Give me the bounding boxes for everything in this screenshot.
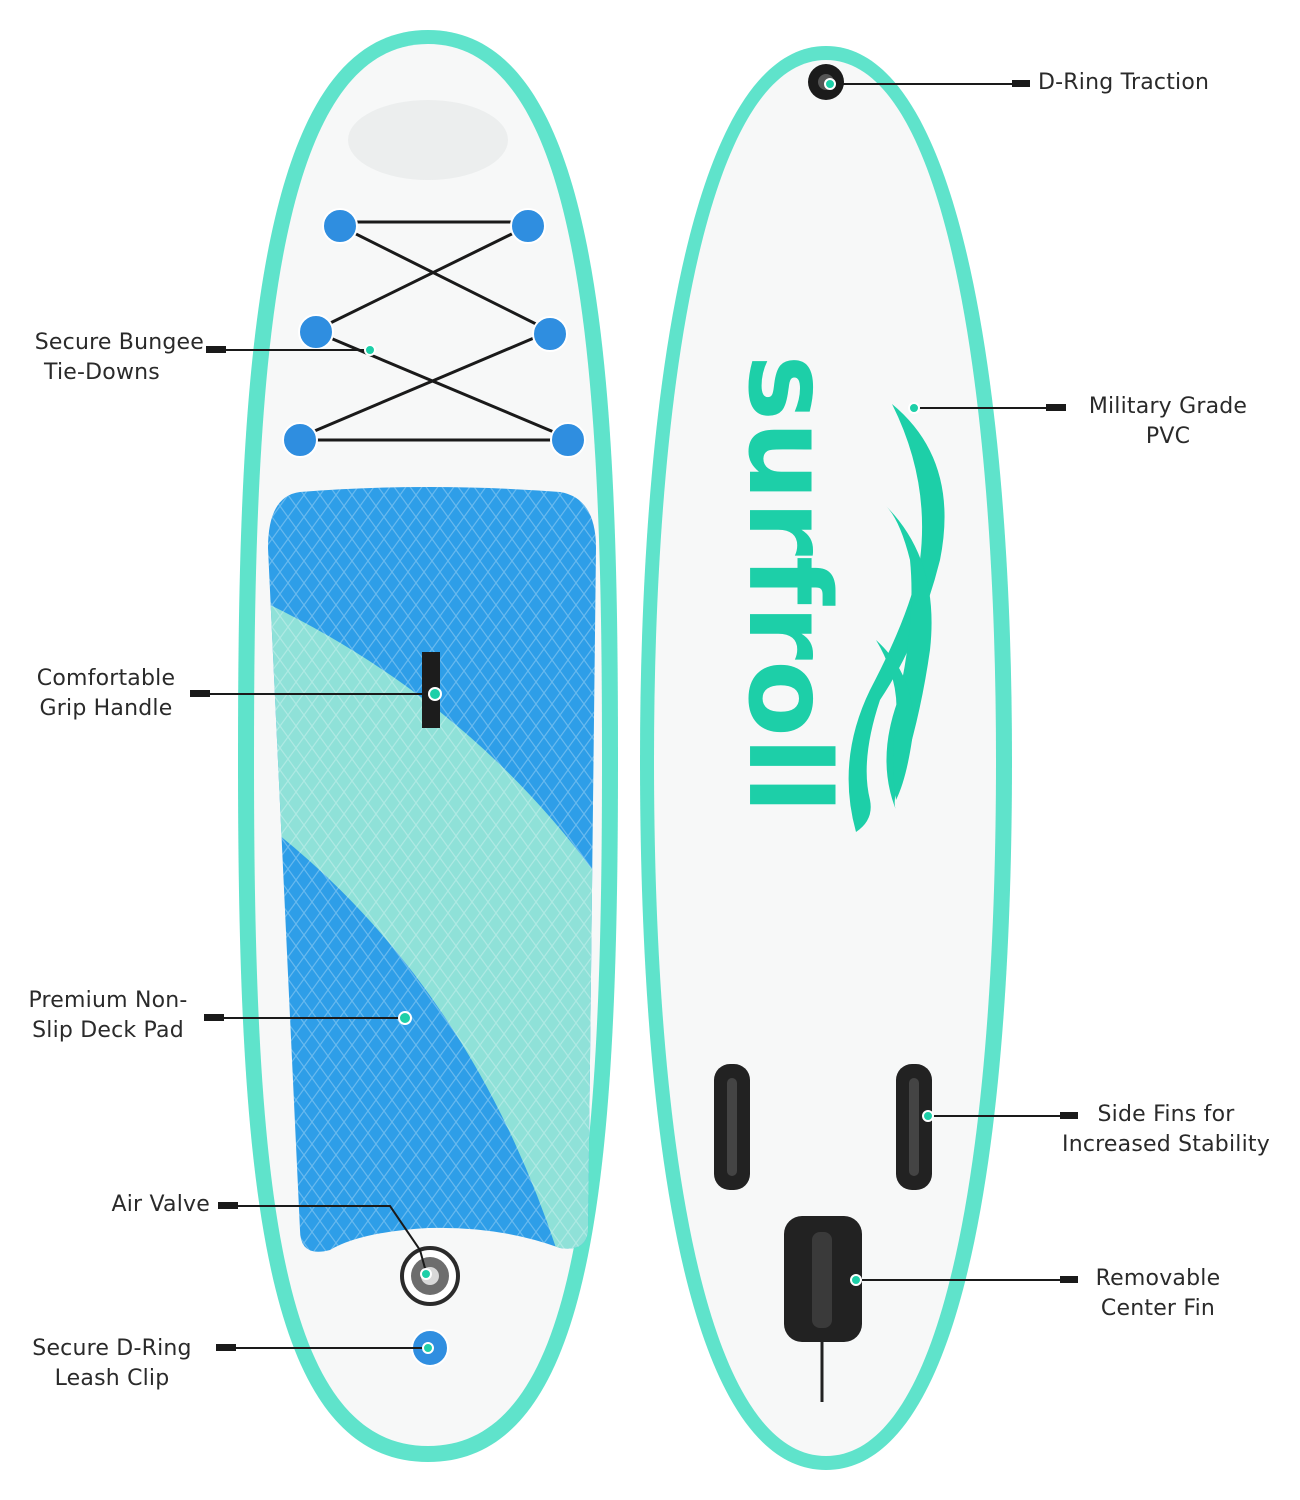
callout-center-fin: Removable Center Fin [1076,1264,1240,1324]
callout-side-fins: Side Fins for Increased Stability [1044,1100,1288,1160]
callout-text: Tie-Downs [44,360,160,385]
callout-grip-handle: Comfortable Grip Handle [14,664,198,724]
bungee-d-rings [282,208,586,458]
callout-text: Increased Stability [1062,1132,1270,1157]
callout-text: Premium Non- [28,988,188,1013]
callout-text: D-Ring Traction [1038,70,1210,95]
callout-text: Slip Deck Pad [32,1018,184,1043]
callout-text: Side Fins for [1097,1102,1235,1127]
deck-board [238,30,618,1462]
callout-d-ring-traction: D-Ring Traction [1038,68,1278,98]
center-fin [784,1216,862,1402]
callout-text: Leash Clip [54,1366,170,1391]
leader-line-dots [364,78,934,1354]
callout-leash-clip: Secure D-Ring Leash Clip [14,1334,210,1394]
callout-text: Grip Handle [39,696,173,721]
brand-logo-text: surfroll [723,354,853,813]
callout-air-valve: Air Valve [60,1190,210,1220]
callout-military-grade-pvc: Military Grade PVC [1070,392,1266,452]
callout-text: Center Fin [1100,1296,1216,1321]
side-fins [714,1064,932,1190]
callout-text: Secure Bungee [34,330,204,355]
leader-lines [206,83,1066,1349]
deck-pad [268,487,596,1252]
callout-text: Removable [1095,1266,1221,1291]
callout-text: Military Grade [1088,394,1248,419]
callout-text: PVC [1145,424,1191,449]
callout-text: Comfortable [36,666,176,691]
bottom-board: surfroll [640,46,1012,1470]
callout-text: Secure D-Ring [32,1336,192,1361]
callout-bungee-tie-downs: Secure Bungee Tie-Downs [10,328,204,388]
callout-deck-pad: Premium Non- Slip Deck Pad [14,986,202,1046]
wave-logo [848,404,945,832]
callout-text: Air Valve [111,1192,210,1217]
bungee-cords [297,220,569,442]
leader-line-end-caps [190,80,1078,1351]
